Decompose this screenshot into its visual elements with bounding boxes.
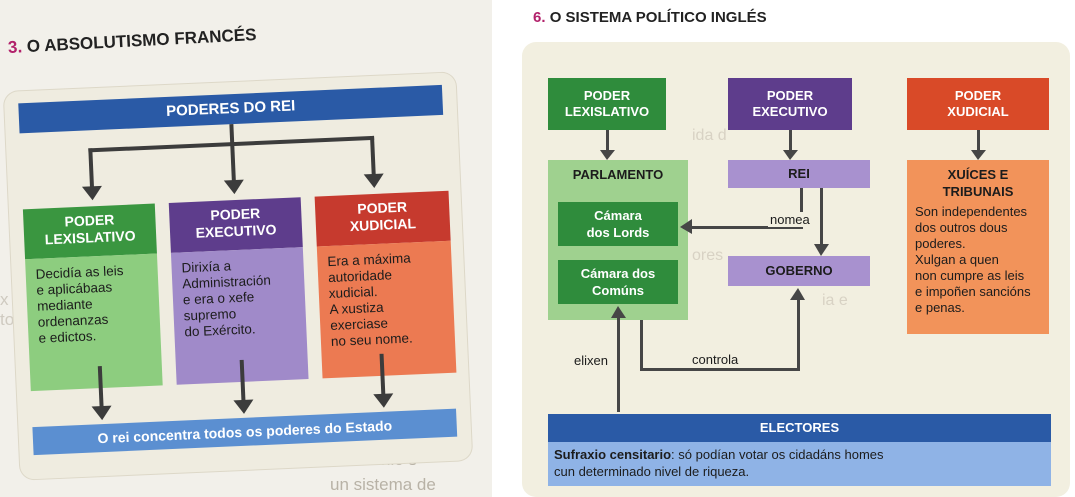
- right-section-title: 6. O SISTEMA POLÍTICO INGLÉS: [533, 9, 767, 26]
- controls-label: controla: [692, 352, 739, 367]
- parliament-label: PARLAMENTO: [572, 167, 664, 182]
- electors-bar: ELECTORES: [548, 414, 1051, 442]
- elect-label: elixen: [574, 353, 608, 368]
- courts-description: Son independentes dos outros dous podere…: [915, 204, 1031, 315]
- parliament-box: PARLAMENTO Cámara dos Lords Cámara dos C…: [548, 160, 688, 320]
- house-of-commons: Cámara dos Comúns: [558, 260, 678, 304]
- courts-box: XUÍCES E TRIBUNAIS Son independentes dos…: [907, 160, 1049, 334]
- connector-commons-down: [640, 320, 643, 370]
- judicial-power-header: PODER XUDICIAL: [907, 78, 1049, 130]
- arrowheads-bottom: [91, 393, 394, 421]
- suffrage-term: Sufraxio censitario: [554, 447, 672, 462]
- connector-king-lords: [683, 226, 803, 229]
- executive-power-header: PODER EXECUTIVO: [728, 78, 852, 130]
- appoints-label: nomea: [768, 212, 812, 227]
- absolutism-diagram: PODERES DO REI PODER LEXISLATIVO Decidía…: [3, 72, 473, 480]
- connector-jud: [977, 130, 980, 152]
- government-box: GOBERNO: [728, 256, 870, 286]
- connector-controls-up: [797, 298, 800, 371]
- legislative-power-header: PODER LEXISLATIVO: [548, 78, 666, 130]
- king-box: REI: [728, 160, 870, 188]
- arrowhead-icon: [233, 399, 254, 414]
- connector-king-down: [800, 188, 803, 228]
- suffrage-note: Sufraxio censitario: só podían votar os …: [548, 442, 1051, 486]
- connector-leg: [606, 130, 609, 152]
- suffrage-text: : só podían votar os cidadáns homes cun …: [554, 447, 884, 479]
- left-title-number: 3.: [7, 37, 23, 57]
- right-title-number: 6.: [533, 9, 546, 26]
- arrowhead-icon: [81, 185, 102, 201]
- right-title-text: O SISTEMA POLÍTICO INGLÉS: [549, 9, 767, 26]
- arrowhead-icon: [373, 393, 394, 408]
- arrowheads-top: [81, 173, 384, 201]
- arrowhead-icon: [363, 173, 384, 188]
- connector-king-government: [820, 188, 823, 244]
- connector-controls-horizontal: [640, 368, 800, 371]
- arrowhead-icon: [223, 179, 244, 195]
- courts-title: XUÍCES E TRIBUNAIS: [942, 167, 1014, 199]
- connector-exec: [789, 130, 792, 152]
- connector-electors-up: [617, 316, 620, 412]
- house-of-lords: Cámara dos Lords: [558, 202, 678, 246]
- arrowhead-icon: [91, 405, 112, 421]
